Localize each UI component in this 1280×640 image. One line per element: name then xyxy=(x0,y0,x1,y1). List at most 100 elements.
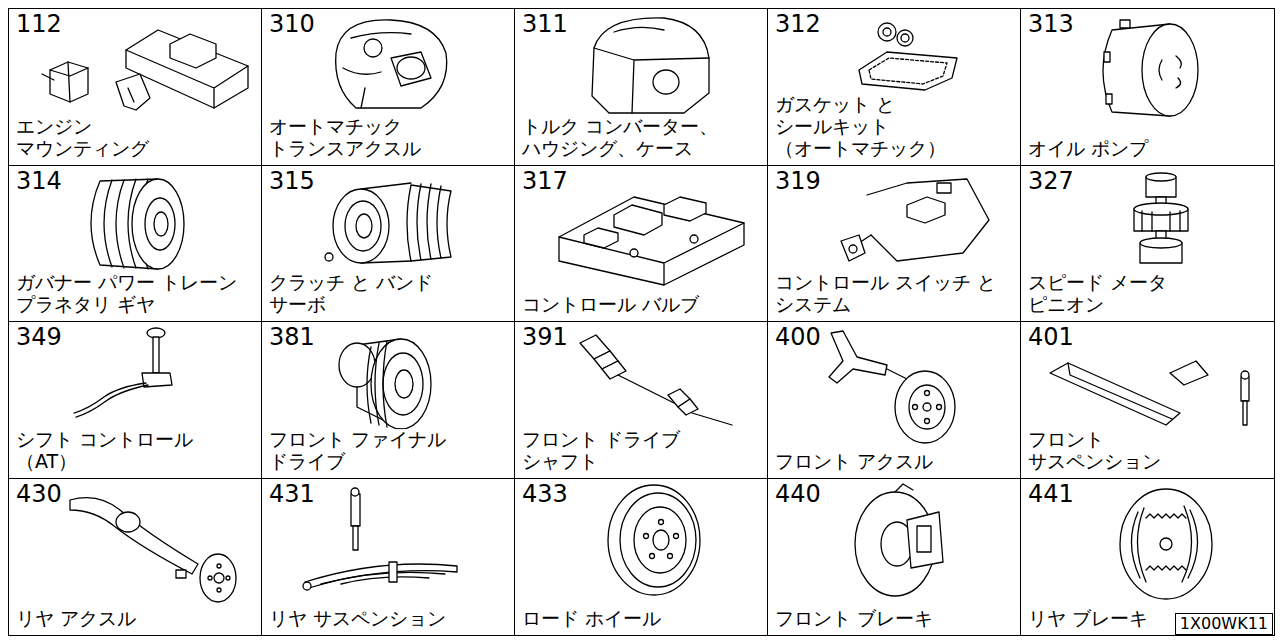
drive-shaft-art-stroke xyxy=(618,375,674,403)
transaxle-art-stroke xyxy=(391,52,431,86)
part-name: シフト コントロール （AT） xyxy=(16,429,210,473)
callout-number: 319 xyxy=(775,168,821,194)
control-valve-art-stroke xyxy=(559,223,744,285)
front-brake-art-stroke xyxy=(907,512,943,568)
oil-pump-art-stroke xyxy=(1142,24,1198,116)
road-wheel-art xyxy=(608,485,700,595)
callout-number: 317 xyxy=(522,168,568,194)
rear-axle-art-stroke xyxy=(214,573,224,583)
converter-housing-art-stroke xyxy=(614,27,664,32)
converter-housing-art xyxy=(592,18,709,113)
catalog-cell: 400フロント アクスル xyxy=(767,321,1021,479)
rear-brake-art-stroke xyxy=(1131,508,1146,582)
part-name: フロント ファイナル ドライブ xyxy=(269,429,463,473)
catalog-cell: 381フロント ファイナル ドライブ xyxy=(261,321,515,479)
rear-axle-art-stroke xyxy=(208,576,212,580)
clutch-art-stroke xyxy=(345,201,381,251)
part-name: スピード メータ ピニオン xyxy=(1028,272,1184,316)
part-name: ロード ホイール xyxy=(522,608,661,630)
control-valve-art-stroke xyxy=(690,235,698,243)
callout-number: 441 xyxy=(1028,481,1074,507)
clutch-art xyxy=(325,183,451,263)
callout-number: 310 xyxy=(269,11,315,37)
final-drive-art-stroke xyxy=(395,370,413,398)
speedometer-pinion-art xyxy=(1134,173,1188,263)
catalog-cell: 319 コントロール スイッチ と システム xyxy=(767,165,1021,322)
transaxle-art-stroke xyxy=(397,57,425,79)
front-axle-art-stroke xyxy=(887,369,907,379)
part-name: リヤ ブレーキ xyxy=(1028,608,1148,630)
catalog-cell: 391フロント ドライブ シャフト xyxy=(514,321,768,479)
front-axle-art-stroke xyxy=(937,405,942,410)
clutch-art-stroke xyxy=(356,214,372,238)
callout-number: 400 xyxy=(775,324,821,350)
shift-lever-art xyxy=(74,328,172,417)
front-axle-art-stroke xyxy=(913,405,918,410)
rear-suspension-art-stroke xyxy=(389,562,397,582)
catalog-cell: 311トルク コンバーター、 ハウジング、ケース xyxy=(514,8,768,166)
control-switch-art-stroke xyxy=(841,235,865,261)
catalog-cell: 349シフト コントロール （AT） xyxy=(8,321,262,479)
part-name: フロント サスペンション xyxy=(1028,429,1172,473)
rear-brake-art xyxy=(1120,489,1212,599)
callout-number: 112 xyxy=(16,11,62,37)
part-name: コントロール スイッチ と システム xyxy=(775,272,1011,316)
drive-shaft-art-stroke xyxy=(692,413,732,425)
catalog-cell: 327 スピード メータ ピニオン xyxy=(1020,165,1275,322)
front-suspension-art-stroke xyxy=(1243,401,1247,425)
engine-mount-art-stroke xyxy=(50,62,88,102)
front-suspension-art-stroke xyxy=(1170,361,1208,385)
part-name: フロント ドライブ シャフト xyxy=(522,429,697,473)
front-brake-art-stroke xyxy=(855,492,935,596)
part-name: リヤ アクスル xyxy=(16,608,136,630)
shift-lever-art-stroke xyxy=(153,337,159,373)
planetary-gear-art-stroke xyxy=(154,212,168,236)
oil-pump-art-stroke xyxy=(1120,20,1130,28)
rear-brake-art-stroke xyxy=(1182,506,1198,582)
front-axle-art xyxy=(829,331,955,443)
part-name: リヤ サスペンション xyxy=(269,608,446,630)
front-suspension-art-stroke xyxy=(1241,377,1249,401)
callout-number: 315 xyxy=(269,168,315,194)
gasket-kit-art-stroke xyxy=(883,28,891,36)
road-wheel-art-stroke xyxy=(620,493,696,587)
planetary-gear-art-stroke xyxy=(145,198,175,250)
rear-suspension-art-stroke xyxy=(353,526,358,550)
control-valve-art-stroke xyxy=(630,249,638,257)
rear-axle-art xyxy=(70,498,236,602)
planetary-gear-art-stroke xyxy=(132,179,184,269)
part-name: クラッチ と バンド サーボ xyxy=(269,272,459,316)
control-switch-art-stroke xyxy=(907,197,945,223)
road-wheel-art-stroke xyxy=(674,534,679,539)
final-drive-art-stroke xyxy=(367,341,387,427)
road-wheel-art-stroke xyxy=(608,485,700,595)
rear-axle-art-stroke xyxy=(116,512,140,532)
catalog-cell: 401フロント サスペンション xyxy=(1020,321,1275,479)
catalog-cell: 430リヤ アクスル xyxy=(8,478,262,636)
planetary-gear-art xyxy=(91,179,184,269)
control-switch-art-stroke xyxy=(849,245,857,253)
transaxle-art xyxy=(336,20,447,108)
drive-shaft-art-stroke xyxy=(602,361,626,379)
gasket-kit-art xyxy=(859,23,957,90)
drive-shaft-art-stroke xyxy=(678,399,698,415)
control-switch-art xyxy=(841,179,989,261)
road-wheel-art-stroke xyxy=(650,554,655,559)
rear-brake-art-stroke xyxy=(1146,514,1186,518)
front-axle-art-stroke xyxy=(923,403,931,411)
rear-brake-art-stroke xyxy=(1160,538,1172,550)
part-name: コントロール バルブ xyxy=(522,294,699,316)
engine-mount-art xyxy=(42,30,248,110)
rear-suspension-art xyxy=(303,488,457,590)
control-valve-art-stroke xyxy=(559,197,744,285)
drive-shaft-art xyxy=(580,335,732,425)
final-drive-art-stroke xyxy=(371,339,431,429)
callout-number: 327 xyxy=(1028,168,1074,194)
oil-pump-art-stroke xyxy=(1104,52,1110,62)
callout-number: 311 xyxy=(522,11,568,37)
oil-pump-art xyxy=(1103,20,1198,116)
callout-number: 313 xyxy=(1028,11,1074,37)
front-axle-art-stroke xyxy=(829,331,887,383)
